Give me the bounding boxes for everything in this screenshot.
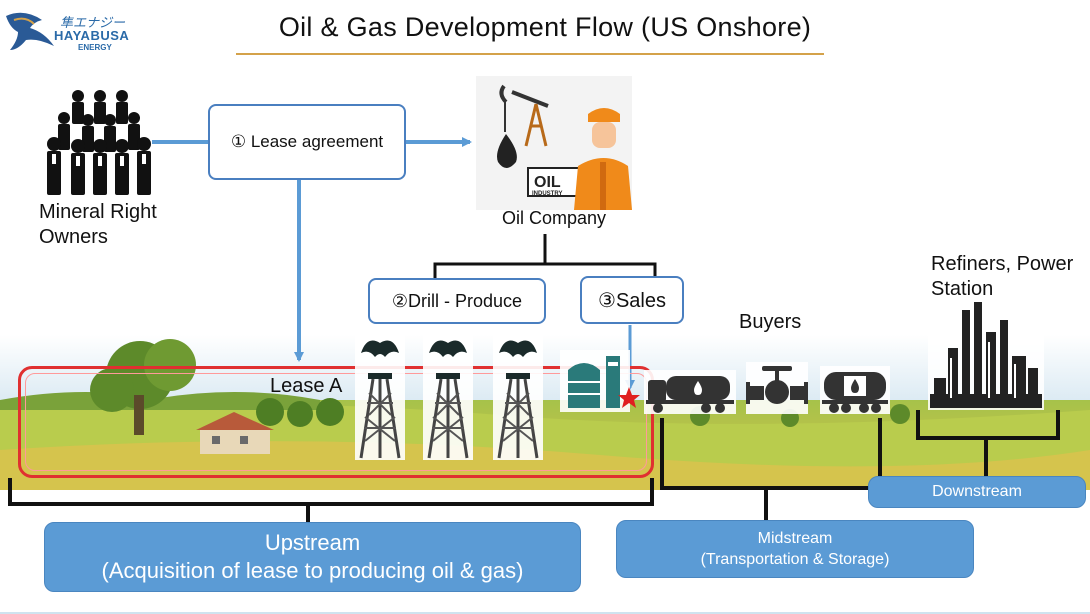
lease-area-outline-inner [25,373,647,471]
page-title: Oil & Gas Development Flow (US Onshore) [278,12,812,42]
logo-japanese-text: 隼エナジー [60,15,126,30]
logo-name: HAYABUSA [54,28,130,43]
bottom-divider [0,612,1090,614]
industry-sign-text: INDUSTRY [532,191,562,197]
drill-produce-label: ②Drill - Produce [391,290,523,311]
storage-tank-icon [560,350,630,412]
lease-a-label: Lease A [270,375,343,397]
refinery-icon [928,298,1044,410]
mineral-right-owners-label: Mineral Right Owners [39,201,157,248]
rail-tank-car-icon [820,366,890,414]
downstream-title: Downstream [932,483,1022,500]
oil-sign-text: OIL [534,174,561,191]
midstream-description: (Transportation & Storage) [700,551,890,568]
downstream-box: Downstream [868,476,1086,508]
lease-agreement-label: ① Lease agreement [230,132,384,151]
oil-derrick-icon-2 [423,333,473,460]
midstream-box: Midstream (Transportation & Storage) [616,520,974,578]
lease-agreement-box: ① Lease agreement [208,104,406,180]
upstream-box: Upstream (Acquisition of lease to produc… [44,522,581,592]
sales-point-star-icon [618,387,640,408]
tanker-truck-icon [644,370,736,414]
midstream-title: Midstream [757,530,833,547]
refiners-label: Refiners, Power Station [931,253,1074,300]
falcon-logo-icon [6,12,54,51]
buyers-label: Buyers [739,311,802,333]
oil-derrick-icon-1 [355,333,405,460]
logo-subtitle: ENERGY [78,43,112,52]
sales-box: ③Sales [580,276,684,324]
oil-company-label: Oil Company [501,208,607,228]
drill-produce-box: ②Drill - Produce [368,278,546,324]
pipeline-valve-icon [746,362,808,414]
oil-derrick-icon-3 [493,333,543,460]
upstream-description: (Acquisition of lease to producing oil &… [101,558,524,583]
title-underline [236,53,824,55]
upstream-title: Upstream [264,530,361,555]
sales-label: ③Sales [598,289,666,312]
lease-area-outline [18,366,654,478]
oil-company-icon: OIL INDUSTRY [476,76,632,210]
people-group-icon [47,90,151,195]
